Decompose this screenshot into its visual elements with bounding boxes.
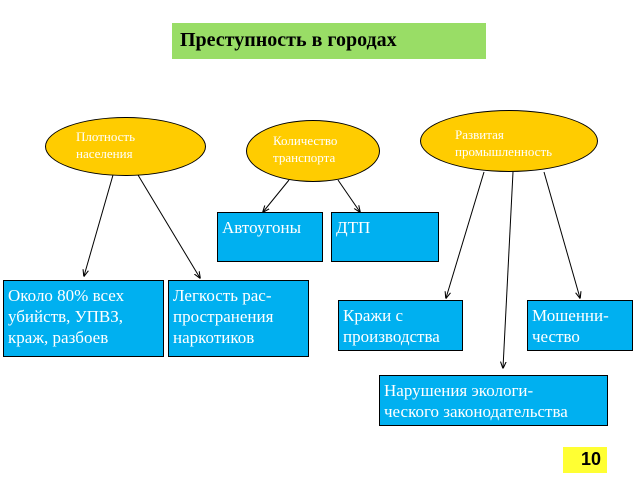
cause-label-line: Количество (273, 133, 338, 148)
cause-label-line: транспорта (273, 150, 336, 165)
arrow-industry-theft (446, 171, 485, 298)
effect-label-line: убийств, УПВЗ, (8, 307, 124, 326)
effect-road-accidents: ДТП (331, 212, 439, 262)
cause-transport-count: Количество транспорта (246, 120, 380, 182)
effect-car-theft: Автоугоны (217, 212, 323, 262)
arrow-density-murders (84, 174, 114, 276)
arrow-industry-fraud (543, 171, 580, 298)
effect-label-line: Легкость рас- (173, 286, 272, 305)
effect-label-line: наркотиков (173, 328, 255, 347)
effect-label-line: Нарушения экологи- (384, 381, 534, 400)
effect-label-line: Кражи с (343, 306, 404, 325)
effect-label-line: чество (532, 327, 580, 346)
effect-label-line: Мошенни- (532, 306, 609, 325)
effect-label-line: Около 80% всех (8, 286, 125, 305)
arrow-industry-ecology (503, 171, 514, 368)
effect-drug-spread: Легкость рас- пространения наркотиков (168, 280, 309, 357)
effect-production-theft: Кражи с производства (338, 300, 463, 351)
arrow-density-drugs (137, 174, 200, 278)
effect-label-line: ческого законодательства (384, 402, 568, 421)
page-number: 10 (563, 447, 607, 473)
arrow-transport-cartheft (263, 179, 290, 212)
arrow-transport-accidents (337, 179, 360, 212)
effect-label-line: ДТП (336, 218, 371, 237)
effect-label-line: Автоугоны (222, 218, 302, 237)
cause-population-density: Плотность населения (45, 117, 206, 176)
effect-label-line: пространения (173, 307, 274, 326)
effect-fraud: Мошенни- чество (527, 300, 633, 351)
effect-label-line: производства (343, 327, 440, 346)
page-title: Преступность в городах (172, 23, 486, 59)
effect-ecology-violations: Нарушения экологи- ческого законодательс… (379, 375, 608, 426)
effect-murders-thefts: Около 80% всех убийств, УПВЗ, краж, разб… (3, 280, 164, 357)
cause-label-line: Развитая (455, 127, 504, 142)
cause-developed-industry: Развитая промышленность (420, 110, 598, 172)
cause-label-line: промышленность (455, 144, 553, 159)
effect-label-line: краж, разбоев (8, 328, 109, 347)
cause-label-line: населения (76, 146, 133, 161)
cause-label-line: Плотность (76, 129, 136, 144)
